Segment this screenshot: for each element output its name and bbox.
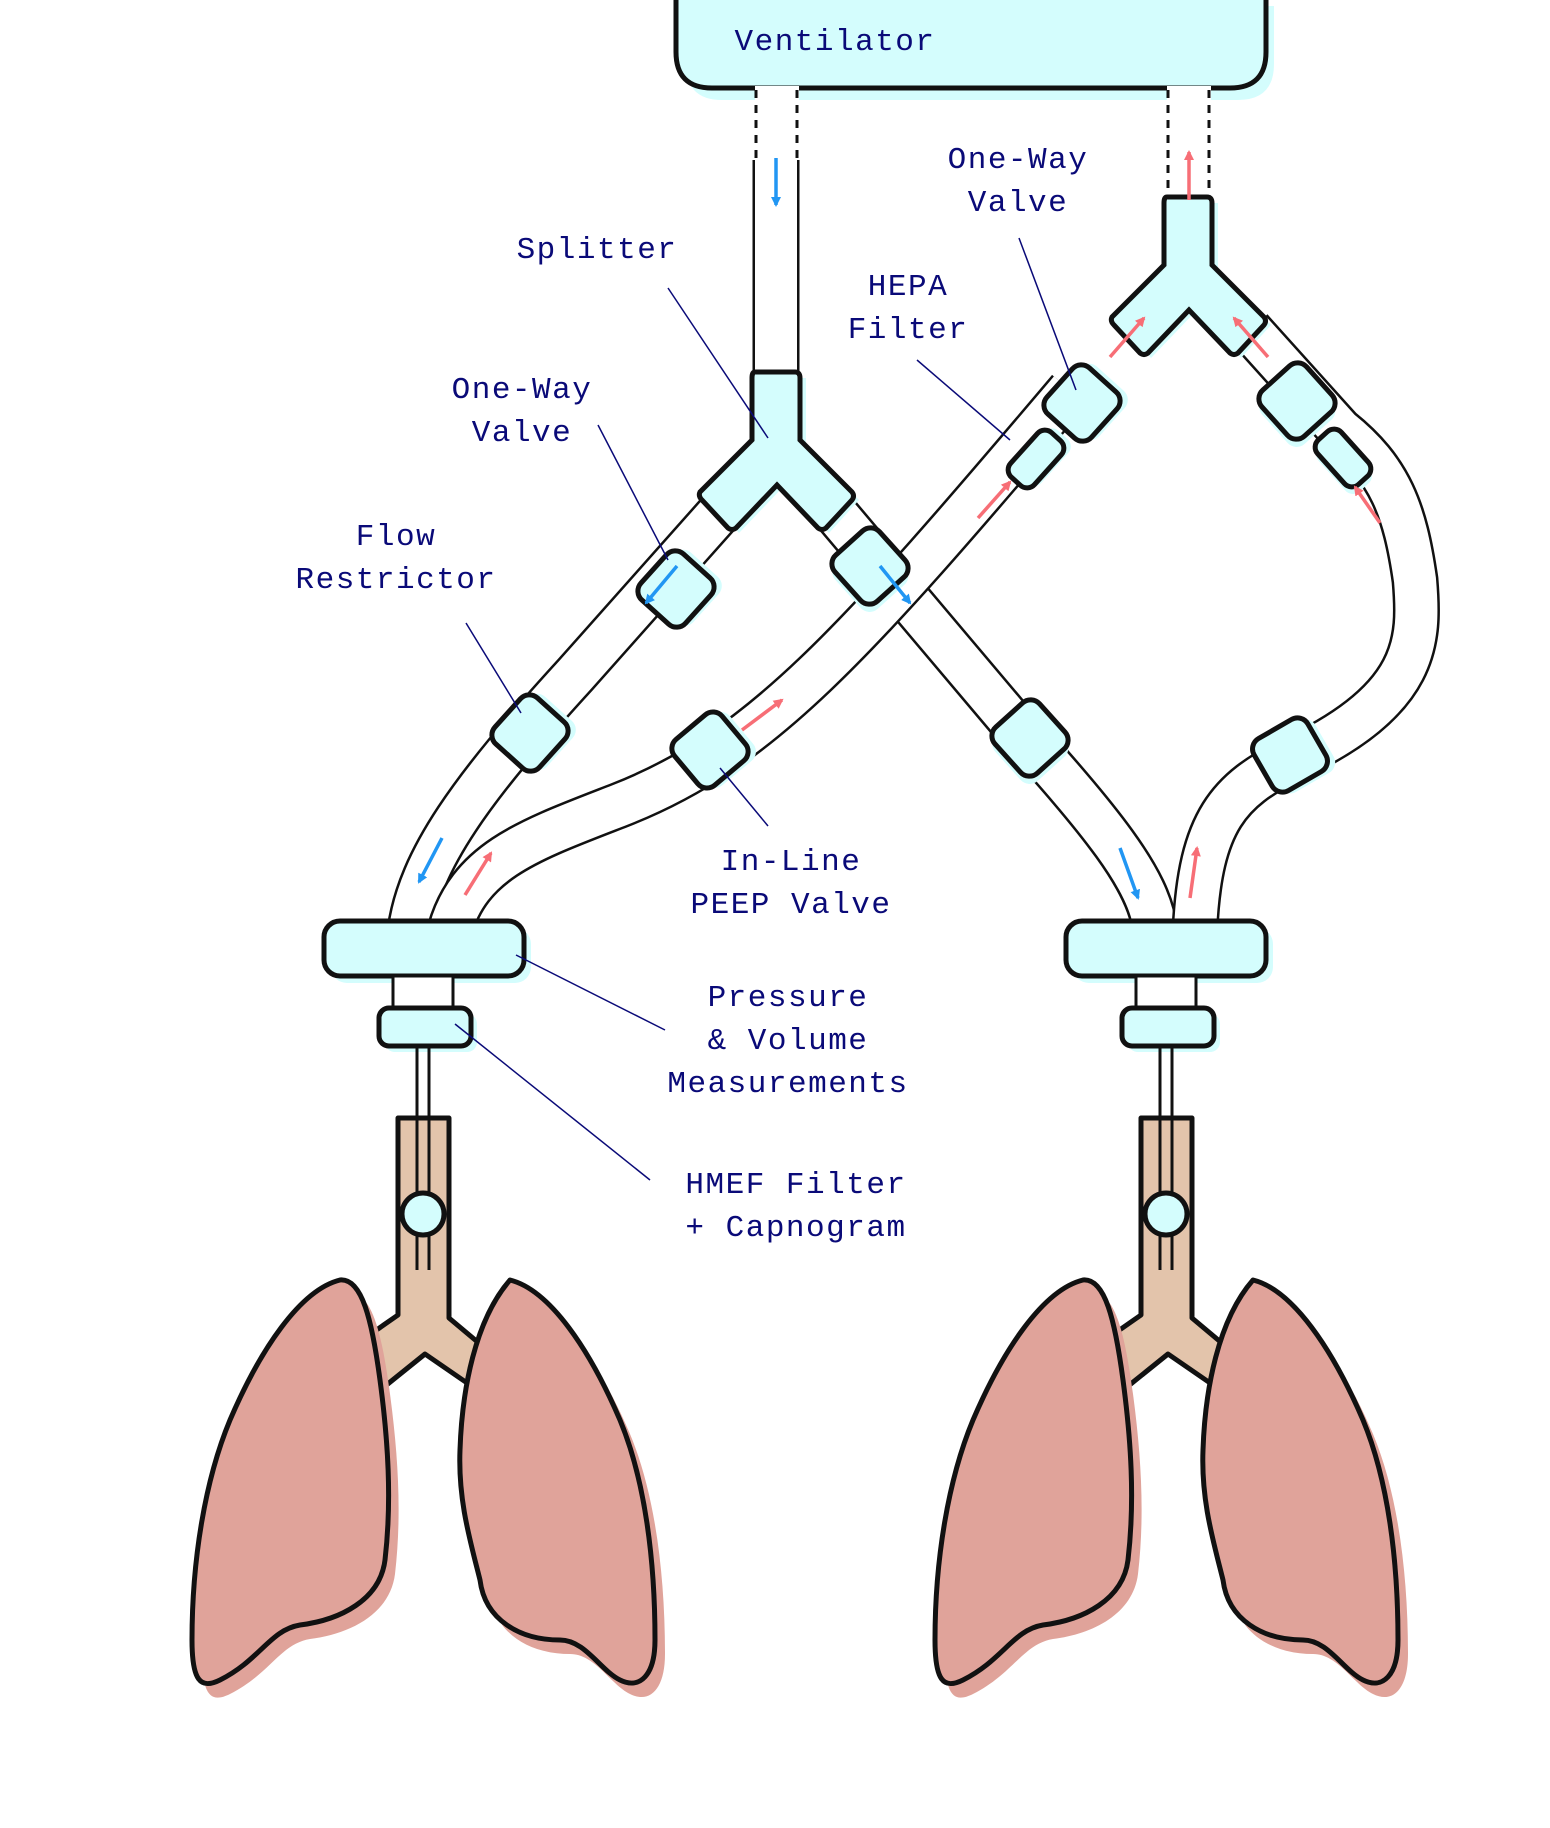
hmef-label-line2: + Capnogram bbox=[685, 1211, 906, 1246]
expiratory-one-way-valve-right bbox=[1256, 360, 1338, 447]
left-peep-valve bbox=[669, 709, 756, 791]
ventilator-box: Ventilator bbox=[673, 0, 1274, 100]
left-one-way-valve-label-line2: Valve bbox=[472, 416, 573, 451]
left-one-way-valve bbox=[635, 548, 722, 630]
splitter-label: Splitter bbox=[517, 233, 678, 268]
hepa-filter-left bbox=[1005, 427, 1071, 491]
hepa-filter-label-line2: Filter bbox=[848, 313, 969, 348]
ventilator-label: Ventilator bbox=[734, 25, 935, 60]
ventilator-ports bbox=[754, 86, 1211, 200]
flow-restrictor-label-line1: Flow bbox=[356, 520, 436, 555]
right-one-way-valve-label-line2: Valve bbox=[968, 186, 1069, 221]
expiratory-flow-arrows bbox=[463, 150, 1382, 899]
pressure-volume-label-line1: Pressure bbox=[708, 981, 869, 1016]
hepa-filter-label-line1: HEPA bbox=[868, 270, 948, 305]
left-one-way-valve-label-line1: One-Way bbox=[452, 373, 593, 408]
peep-valve-label-line1: In-Line bbox=[721, 845, 862, 880]
callout-labels: Splitter One-Way Valve Flow Restrictor H… bbox=[295, 143, 1089, 1246]
right-peep-valve bbox=[1250, 715, 1336, 795]
peep-valve-label-line2: PEEP Valve bbox=[690, 888, 891, 923]
flow-restrictor-label-line2: Restrictor bbox=[295, 563, 496, 598]
right-flow-restrictor bbox=[989, 697, 1071, 784]
inspiratory-splitter bbox=[696, 369, 859, 533]
hmef-label-line1: HMEF Filter bbox=[685, 1168, 906, 1203]
pressure-volume-label-line3: Measurements bbox=[667, 1067, 908, 1102]
left-patient-connector bbox=[321, 918, 531, 1270]
right-patient-connector bbox=[1063, 918, 1273, 1270]
right-inspiratory-one-way-valve bbox=[829, 525, 911, 612]
expiratory-one-way-valve-left bbox=[1041, 362, 1128, 444]
hepa-filter-right bbox=[1312, 426, 1374, 495]
pressure-volume-label-line2: & Volume bbox=[708, 1024, 869, 1059]
left-flow-restrictor bbox=[489, 692, 576, 774]
left-patient-lungs bbox=[189, 1115, 665, 1698]
right-patient-lungs bbox=[932, 1115, 1408, 1698]
inspiratory-flow-arrows bbox=[417, 158, 1140, 900]
leader-lines bbox=[454, 237, 1077, 1181]
right-one-way-valve-label-line1: One-Way bbox=[948, 143, 1089, 178]
